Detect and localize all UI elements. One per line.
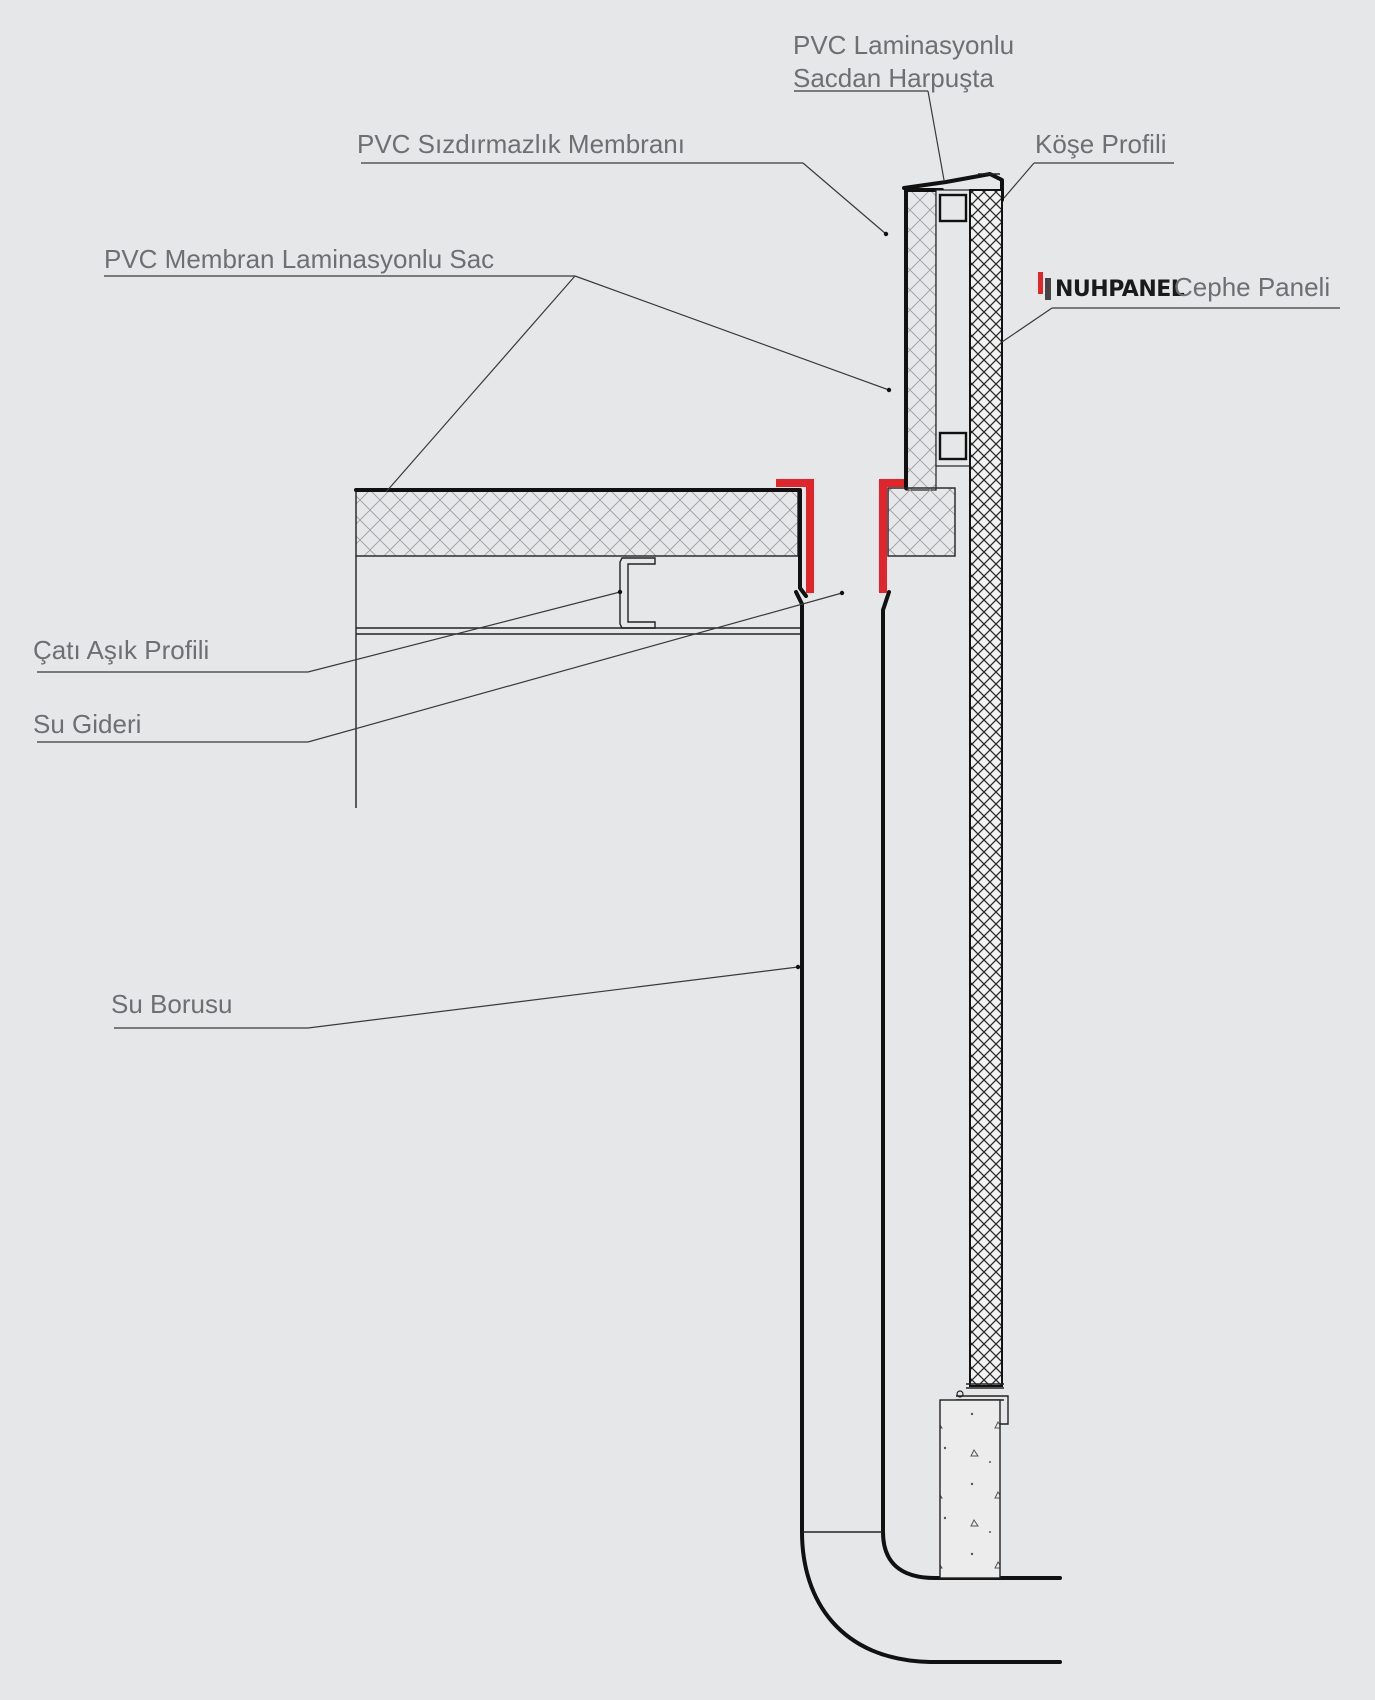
label-kose-profili: Köşe Profili [1035,129,1167,159]
label-gutter: Su Gideri [33,709,141,739]
red-gutter-flashing-left [776,479,814,593]
facade-panel [954,189,1009,1425]
label-cephe-paneli: Cephe Paneli [1174,272,1330,302]
label-purlin: Çatı Aşık Profili [33,635,209,665]
label-harpusta-line1: PVC Laminasyonlu [793,30,1014,60]
leader-lines [37,90,1340,1029]
concrete-base [939,1399,1001,1579]
red-gutter-flashing-right [879,479,904,593]
label-laminated-sheet: PVC Membran Laminasyonlu Sac [104,244,494,274]
label-membrane: PVC Sızdırmazlık Membranı [357,129,685,159]
brand-name: NUHPANEL [1055,277,1185,302]
purlin-profile [619,557,656,629]
nuhpanel-logo: NUHPANEL [1038,272,1185,302]
label-pipe: Su Borusu [111,989,232,1019]
label-harpusta-line2: Sacdan Harpuşta [793,63,994,93]
roof-sandwich-panel [354,488,808,598]
roof-structure [355,556,800,808]
water-gutter-and-pipe [794,590,1062,1664]
parapet-wall [887,188,971,557]
